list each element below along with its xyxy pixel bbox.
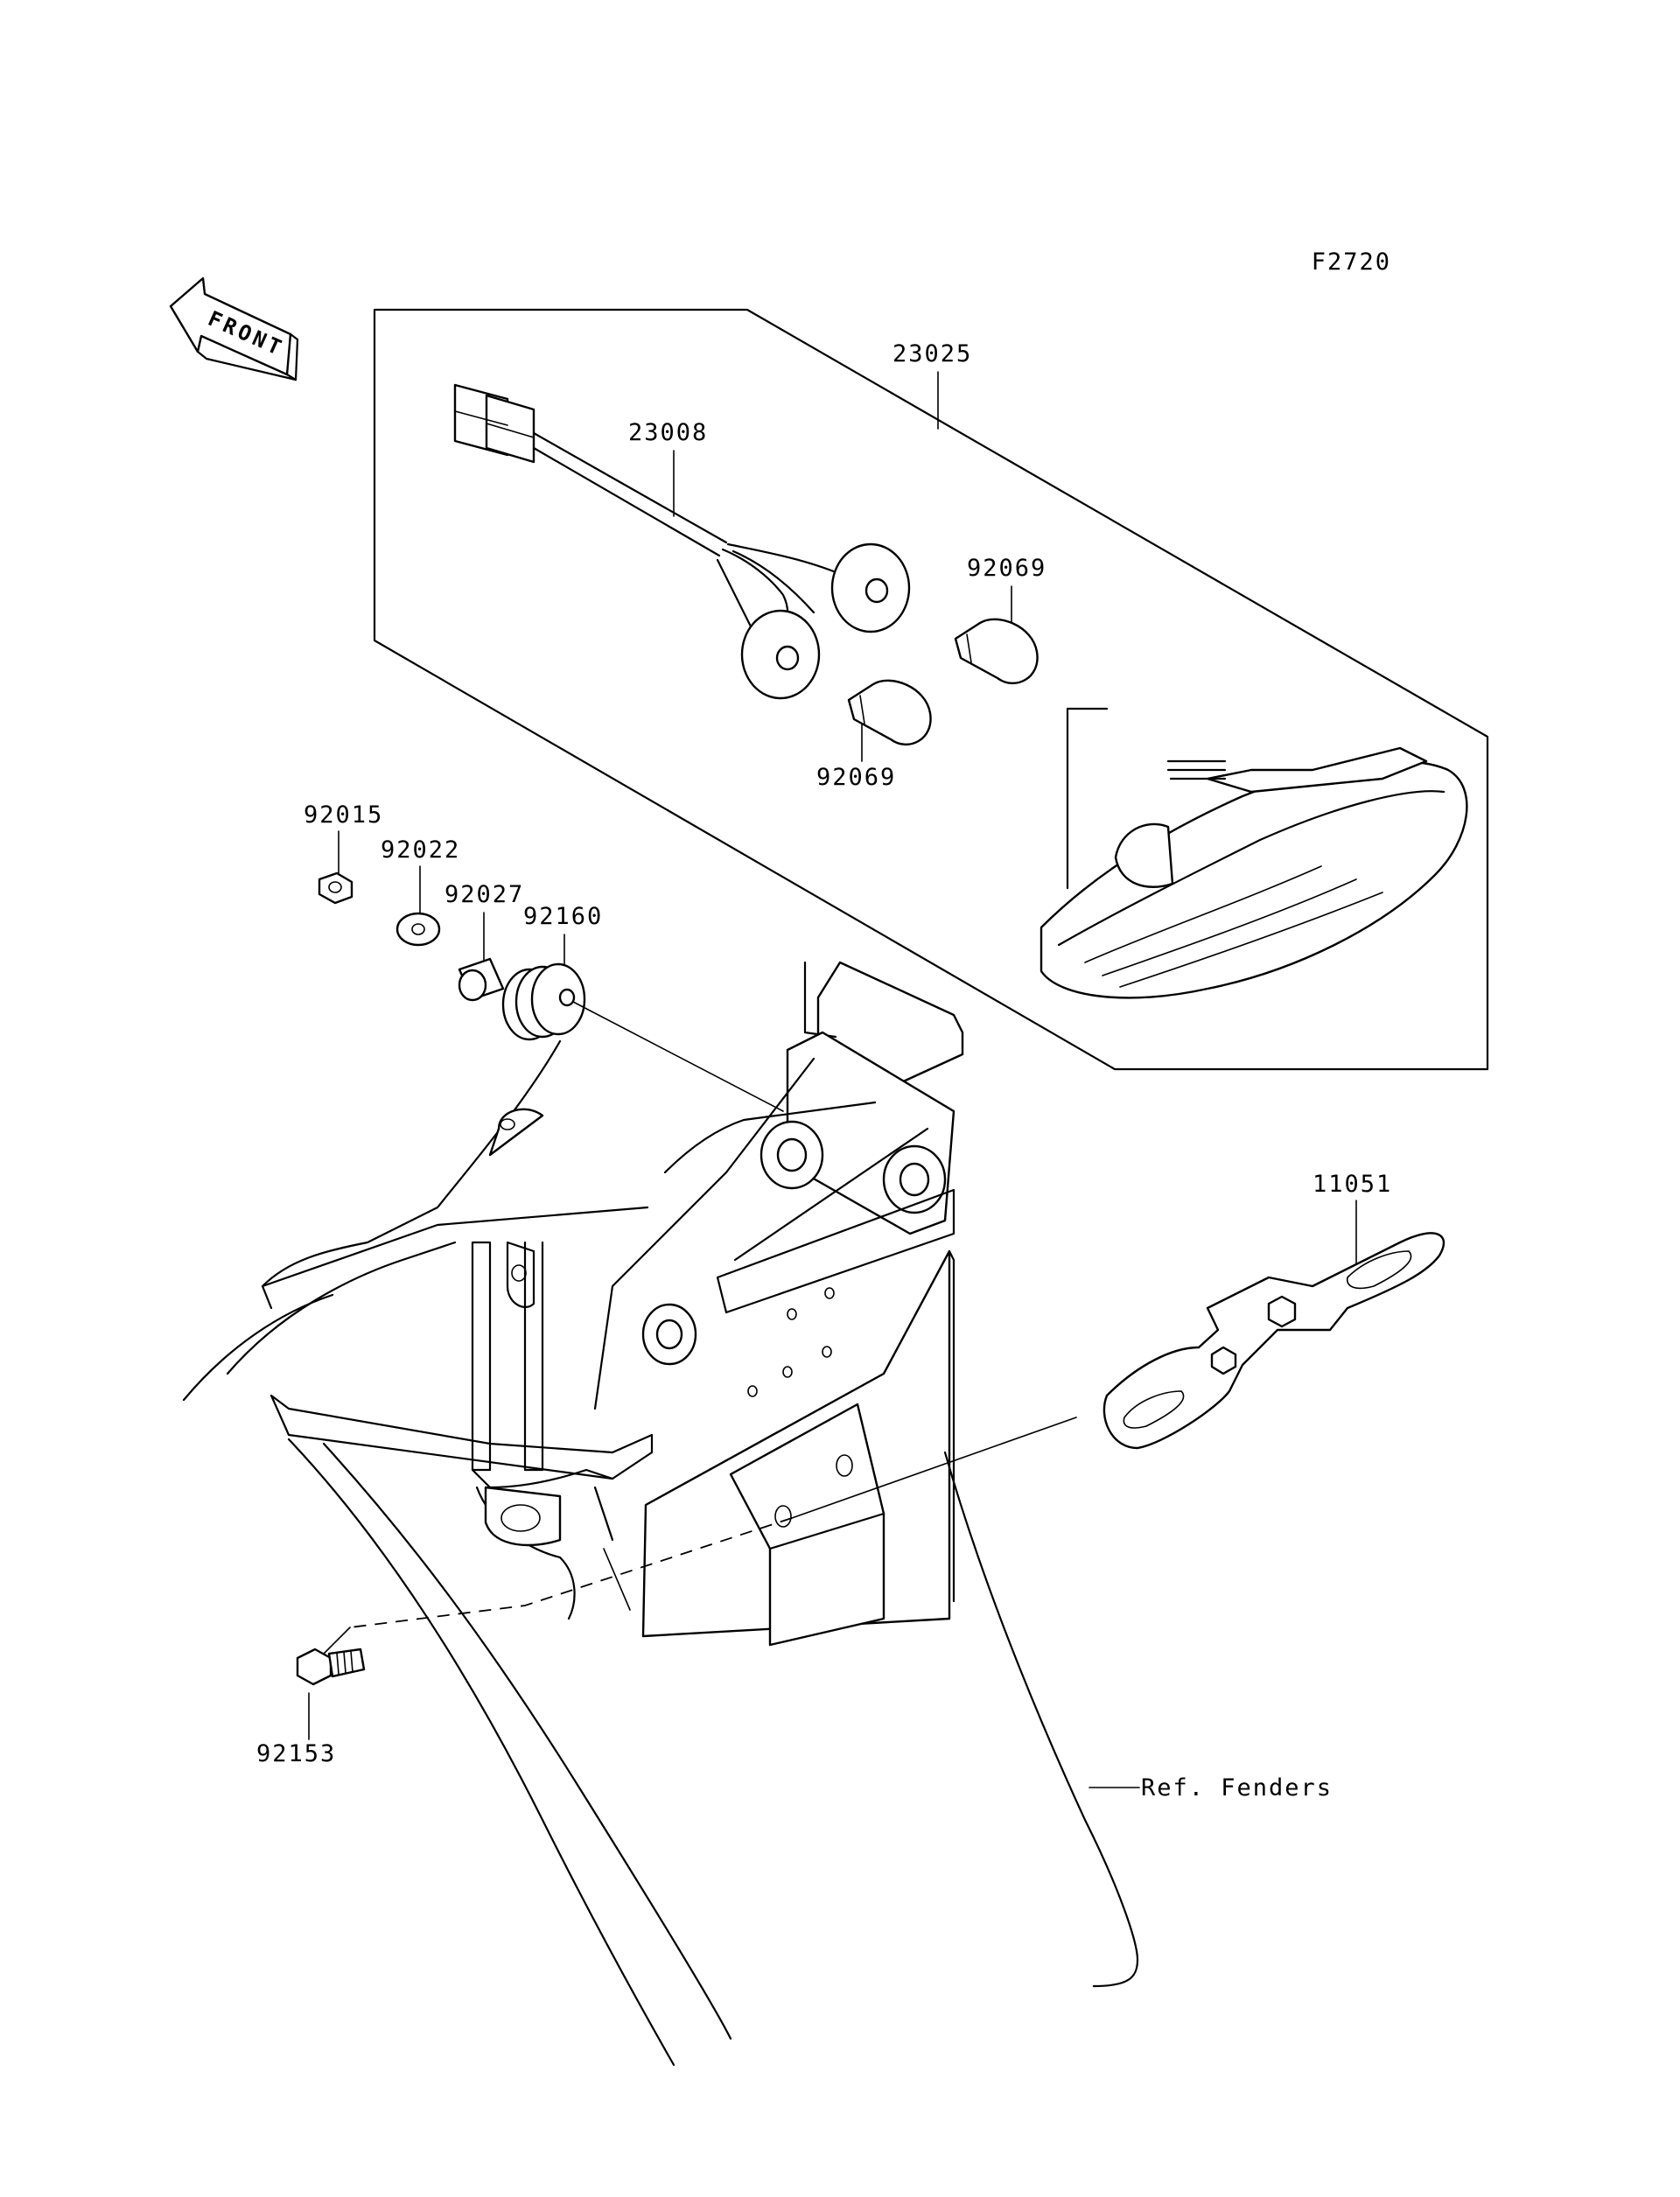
rear-frame-bracket xyxy=(182,961,964,1489)
grommet-92160 xyxy=(501,962,586,1041)
license-bracket-11051 xyxy=(1102,1232,1446,1450)
label-92069-upper: 92069 xyxy=(967,555,1046,582)
label-23008: 23008 xyxy=(628,419,708,446)
figure-code: F2720 xyxy=(1312,248,1391,276)
label-92022: 92022 xyxy=(381,836,460,864)
bolt-92153 xyxy=(296,1648,366,1686)
kit-boundary-23025 xyxy=(373,308,1489,1071)
nut-92015 xyxy=(318,871,354,905)
rear-fender xyxy=(287,1438,1139,2067)
bulb-socket-lower xyxy=(740,609,821,700)
label-11051: 11051 xyxy=(1312,1171,1392,1198)
bulb-socket-upper xyxy=(830,542,911,633)
assembly-guide-line xyxy=(572,1001,784,1112)
collar-92027 xyxy=(458,957,505,1002)
bulb-92069-upper xyxy=(954,618,1039,685)
label-ref-fenders: Ref. Fenders xyxy=(1141,1774,1333,1802)
washer-92022 xyxy=(396,912,441,947)
label-92153: 92153 xyxy=(256,1740,336,1767)
label-23025: 23025 xyxy=(892,340,972,367)
label-92027: 92027 xyxy=(444,881,524,908)
label-92160: 92160 xyxy=(523,903,603,930)
front-arrow-icon: FRONT xyxy=(169,276,299,381)
bulb-92069-lower xyxy=(847,679,932,746)
license-plate-mount xyxy=(641,1249,956,1647)
label-92015: 92015 xyxy=(304,801,383,829)
bolt-guide-dashed xyxy=(349,1517,793,1628)
plate-bracket-guide xyxy=(791,1417,1077,1519)
tail-lamp-housing xyxy=(1040,707,1468,999)
label-92069-lower: 92069 xyxy=(816,764,896,791)
